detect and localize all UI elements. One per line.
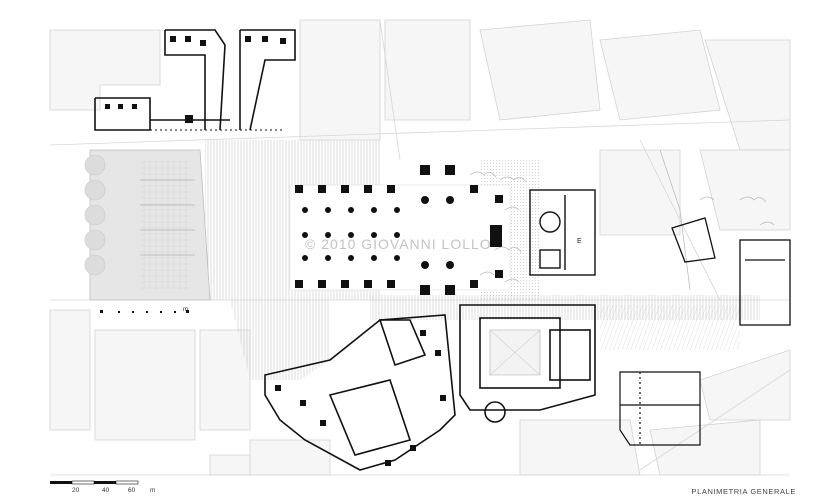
- southeast-block: [619, 371, 701, 446]
- copyright-watermark: © 2010 GIOVANNI LOLLO: [305, 236, 492, 252]
- top-scale-unit: m: [183, 307, 188, 313]
- east-chapel: [529, 189, 596, 276]
- church: [289, 165, 511, 295]
- left-hall: [84, 149, 211, 301]
- city-blocks: [49, 19, 791, 476]
- scale-label-20: 20: [72, 487, 80, 494]
- southwest-complex: [264, 314, 456, 471]
- room-label: E: [577, 238, 582, 245]
- south-palace: [459, 304, 596, 423]
- east-house: [671, 217, 791, 326]
- scale-label-60: 60: [128, 487, 136, 494]
- drawing-title: PLANIMETRIA GENERALE: [691, 487, 796, 496]
- southwest-detail: [275, 330, 446, 466]
- tree-cluster: [469, 149, 775, 291]
- scale-bar: [50, 480, 139, 485]
- scale-label-40: 40: [102, 487, 110, 494]
- north-buildings-detail: [105, 36, 286, 123]
- south-palace-court: [489, 329, 541, 376]
- post-row: [100, 310, 189, 313]
- scale-unit: m: [150, 487, 156, 494]
- north-buildings: [94, 29, 296, 131]
